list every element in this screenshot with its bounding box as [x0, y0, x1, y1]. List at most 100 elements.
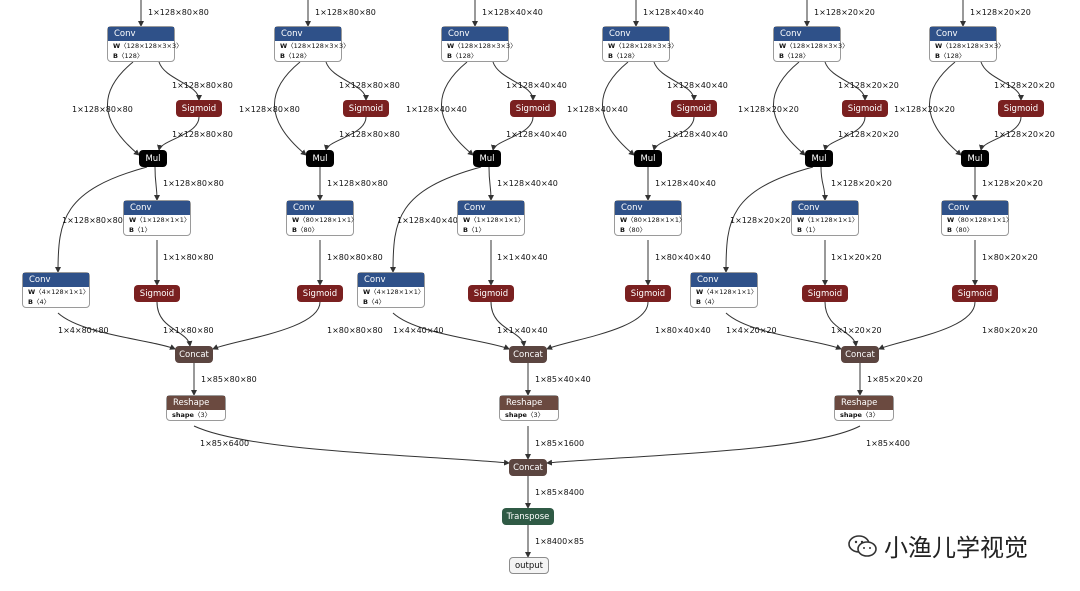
obj-sigmoid-node[interactable]: Sigmoid — [134, 285, 180, 302]
edge-shape-label: 1×128×80×80 — [148, 8, 209, 17]
attribute-name: B — [463, 226, 468, 234]
edge-shape-label: 1×128×40×40 — [567, 105, 628, 114]
edge-shape-label: 1×1×80×80 — [163, 253, 214, 262]
cls-sigmoid-node[interactable]: Sigmoid — [952, 285, 998, 302]
edge-conv-to-sigmoid — [653, 61, 697, 101]
node-attribute-row: B〈4〉 — [358, 297, 424, 307]
attribute-name: W — [280, 42, 288, 50]
mul-node[interactable]: Mul — [306, 150, 334, 167]
sigmoid-node[interactable]: Sigmoid — [510, 100, 556, 117]
attribute-name: W — [779, 42, 787, 50]
edge-objsig-to-concat — [156, 301, 193, 347]
node-label: Mul — [479, 153, 495, 164]
node-title: Conv — [930, 27, 996, 41]
attribute-value: 〈4×128×1×1〉 — [703, 288, 758, 296]
cls-sigmoid-node[interactable]: Sigmoid — [625, 285, 671, 302]
node-attribute-row: B〈128〉 — [603, 51, 669, 61]
cls-sigmoid-node[interactable]: Sigmoid — [297, 285, 343, 302]
attribute-value: 〈128〉 — [284, 52, 311, 60]
node-attribute-row: W〈1×128×1×1〉 — [124, 215, 190, 225]
attribute-value: 〈128×128×3×3〉 — [454, 42, 517, 50]
concat-node[interactable]: Concat — [175, 346, 213, 363]
edge-shape-label: 1×128×40×40 — [643, 8, 704, 17]
attribute-value: 〈4〉 — [700, 298, 719, 306]
final-concat-node[interactable]: Concat — [509, 459, 547, 476]
edge-shape-label: 1×128×20×20 — [994, 81, 1055, 90]
attribute-name: shape — [172, 411, 194, 419]
node-attribute-row: shape〈3〉 — [167, 410, 225, 420]
attribute-name: W — [696, 288, 704, 296]
node-attribute-row: W〈4×128×1×1〉 — [23, 287, 89, 297]
mul-node[interactable]: Mul — [139, 150, 167, 167]
attribute-value: 〈80×128×1×1〉 — [954, 216, 1013, 224]
attribute-name: B — [280, 52, 285, 60]
sigmoid-node[interactable]: Sigmoid — [998, 100, 1044, 117]
edge-shape-label: 1×1×20×20 — [831, 326, 882, 335]
mul-node[interactable]: Mul — [473, 150, 501, 167]
node-attribute-row: B〈128〉 — [774, 51, 840, 61]
attribute-value: 〈128〉 — [451, 52, 478, 60]
output-node[interactable]: output — [509, 557, 549, 574]
attribute-name: W — [797, 216, 805, 224]
attribute-name: B — [935, 52, 940, 60]
node-label: Sigmoid — [302, 288, 338, 299]
sigmoid-node[interactable]: Sigmoid — [343, 100, 389, 117]
node-attribute-row: W〈128×128×3×3〉 — [275, 41, 350, 51]
obj-sigmoid-node[interactable]: Sigmoid — [468, 285, 514, 302]
sigmoid-node[interactable]: Sigmoid — [671, 100, 717, 117]
attribute-value: 〈3〉 — [526, 411, 545, 419]
obj-sigmoid-node[interactable]: Sigmoid — [802, 285, 848, 302]
concat-node[interactable]: Concat — [841, 346, 879, 363]
node-attribute-row: B〈128〉 — [442, 51, 508, 61]
node-title: Conv — [124, 201, 190, 215]
node-label: Mul — [145, 153, 161, 164]
edge-clssig-to-concat — [878, 301, 976, 350]
mul-node[interactable]: Mul — [805, 150, 833, 167]
edge-shape-label: 1×128×80×80 — [339, 81, 400, 90]
node-title: Reshape — [167, 396, 225, 410]
edge-shape-label: 1×128×20×20 — [814, 8, 875, 17]
edge-shape-label: 1×80×20×20 — [982, 253, 1038, 262]
node-attribute-row: W〈80×128×1×1〉 — [287, 215, 357, 225]
edge-box-to-concat — [57, 312, 176, 350]
node-attribute-row: B〈1〉 — [458, 225, 524, 235]
edge-mul-to-box-conv — [390, 166, 482, 273]
node-attribute-row: B〈128〉 — [108, 51, 174, 61]
edge-shape-label: 1×85×6400 — [200, 439, 249, 448]
sigmoid-node[interactable]: Sigmoid — [842, 100, 888, 117]
node-attribute-row: W〈80×128×1×1〉 — [615, 215, 685, 225]
attribute-value: 〈1〉 — [133, 226, 152, 234]
edge-shape-label: 1×128×40×40 — [497, 179, 558, 188]
attribute-value: 〈3〉 — [193, 411, 212, 419]
edge-sigmoid-to-mul — [652, 116, 695, 151]
attribute-name: W — [292, 216, 300, 224]
edge-shape-label: 1×128×40×40 — [667, 130, 728, 139]
transpose-node[interactable]: Transpose — [502, 508, 554, 525]
mul-node[interactable]: Mul — [634, 150, 662, 167]
concat-node[interactable]: Concat — [509, 346, 547, 363]
sigmoid-node[interactable]: Sigmoid — [176, 100, 222, 117]
edge-shape-label: 1×128×20×20 — [894, 105, 955, 114]
node-title: Conv — [23, 273, 89, 287]
attribute-value: 〈4〉 — [367, 298, 386, 306]
mul-node[interactable]: Mul — [961, 150, 989, 167]
